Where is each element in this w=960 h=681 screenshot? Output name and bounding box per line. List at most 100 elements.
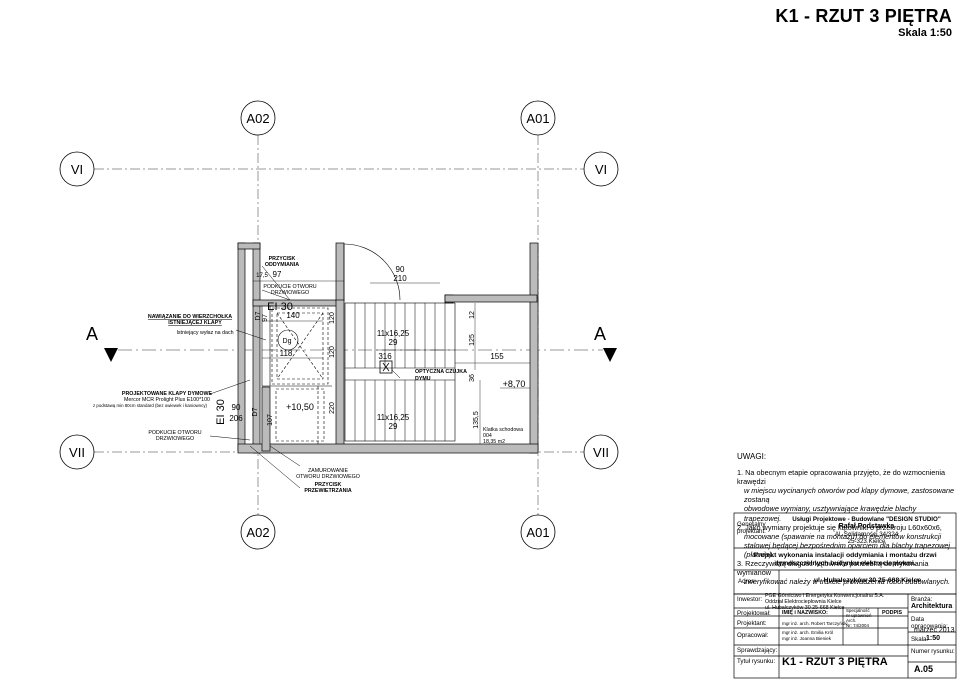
label-bricked-1: ZAMUROWANIE [308, 468, 349, 474]
label-door-cut-left-1: PODKUCIE OTWORU [148, 430, 201, 436]
vent-circle-icon [277, 329, 299, 351]
project-line-2: dymoszczelnych budynku elektrociepłowni. [774, 560, 916, 567]
company-addr-1: Al. Solidarności 34/324 [834, 530, 899, 538]
room-number: 004 [483, 433, 492, 439]
dim-90: 90 [232, 403, 241, 412]
label-door-cut-left-2: DRZWIOWEGO [156, 436, 194, 442]
title-block-frame [733, 512, 957, 679]
grid-label-vii-left: VII [69, 445, 85, 460]
dim-155: 155 [490, 352, 504, 361]
dim-140: 140 [286, 311, 300, 320]
grid-label-top-a01: A01 [526, 111, 549, 126]
grid-label-vii-right: VII [593, 445, 609, 460]
note-line-2: w miejscu wycinanych otworów pod klapy d… [744, 486, 955, 505]
dim-135: 135,5 [473, 411, 480, 429]
label-smoke-hatch-1: PROJEKTOWANE KLAPY DYMOWE [122, 391, 213, 397]
label-button-air-1: PRZYCISK [315, 482, 342, 488]
designer-label: Projektant: [737, 620, 767, 627]
company-addr-2: 25-323 Kielce [847, 537, 886, 545]
drawing-title-label: Tytuł rysunku: [737, 658, 776, 665]
section-arrow-left [104, 348, 118, 362]
label-roof-hatch-1: NAWIĄZANIE DO WIERZCHOŁKA [148, 314, 232, 320]
inner-lines [261, 306, 332, 444]
section-marks: A A [86, 324, 617, 362]
permission-block: Specjalność nr uprawnień Arch. Nr: 74/20… [846, 608, 871, 628]
dim-125: 125 [469, 334, 476, 346]
room-area: 18,35 m2 [483, 439, 505, 445]
investor-label: Inwestor: [737, 596, 763, 603]
dim-118: 118 [280, 349, 293, 358]
dim-120-vert: 120 [329, 312, 336, 324]
number-label: Numer rysunku: [911, 648, 955, 655]
level-2: +8,70 [503, 379, 526, 389]
note-line-4: 2. Jako wymiany projektuje się kątowniki… [737, 522, 942, 532]
dim-36: 36 [469, 374, 476, 382]
notes-panel: UWAGI: 1. Na obecnym etapie opracowania … [737, 452, 955, 586]
fire-rating-left: EI 30 [215, 399, 227, 425]
dim-120: 120 [329, 346, 336, 358]
room-name: Klatka schodowa [483, 427, 523, 433]
scale-label: Skala: [911, 636, 929, 643]
company-person: Rafał Podstawka [838, 523, 895, 531]
dim-90-top: 90 [396, 265, 405, 274]
company-block: Usługi Projektowe - Budowlane "DESIGN ST… [779, 516, 954, 545]
drafted-label: Opracował: [737, 632, 769, 639]
note-line-3: obwodowe wymiany, usztywniające krawędzi… [744, 504, 917, 523]
drafter-2: mgr inż. Joanna Bieniek [782, 636, 832, 641]
door-tag-1: D7 [252, 407, 259, 416]
level-1: +10,50 [286, 402, 314, 412]
dim-316: 316 [378, 352, 392, 361]
stairs [344, 302, 456, 442]
perm-line-1: Specjalność [846, 608, 870, 613]
stair-treads [354, 303, 446, 441]
drafter-1: mgr inż. arch. Emilia Król [782, 630, 834, 635]
note-line-1: 1. Na obecnym etapie opracowania przyjęt… [737, 468, 946, 487]
dim-97-vert: 97 [262, 314, 269, 322]
designed-label: Projektował: [737, 610, 771, 617]
label-door-cut-top-2: DRZWIOWEGO [271, 290, 309, 296]
dim-stair1: 11x16,25 [377, 329, 410, 338]
label-door-cut-top-1: PODKUCIE OTWORU [263, 284, 316, 290]
dim-stair2: 11x16,25 [377, 413, 410, 422]
note-line-8: zweryfikować należy w trakcie prowadzeni… [744, 577, 951, 587]
label-smoke-hatch-2: Mercor MCR Prolight Plus E100*100 [124, 397, 210, 403]
address-value: ul. Hubalczyków 30 25-668 Kielce [813, 577, 922, 584]
dim-lines [253, 280, 530, 444]
grid-label-bottom-a01: A01 [526, 525, 549, 540]
walls [237, 242, 539, 454]
note-line-7: 3. Rzeczywistą długość kątownika potrzeb… [737, 559, 929, 578]
dim-97: 97 [273, 270, 282, 279]
date-value: marzec 2013 [914, 627, 955, 634]
label-smoke-detector-2: DYMU [415, 376, 431, 382]
smoke-detector-icon [379, 360, 393, 374]
section-label-right: A [594, 324, 606, 344]
label-smoke-hatch-3: z podstawą min 80cm standard (bez owiewe… [93, 403, 208, 408]
sheet-scale: Skala 1:50 [898, 27, 952, 39]
scale-value: 1:50 [926, 635, 941, 642]
branch-label: Branża: [911, 596, 933, 603]
drafters: mgr inż. arch. Emilia Król mgr inż. Joan… [782, 630, 833, 642]
investor-block: PGE Górnictwo i Energetyka Konwencjonaln… [765, 593, 884, 612]
label-roof-exit: Istniejący wyłaz na dach [176, 330, 233, 336]
note-line-5: mocowane (spawanie na montażu) do elemen… [744, 531, 942, 541]
dim-17: 17,5 [256, 273, 268, 279]
sign-header: PODPIS [882, 610, 903, 616]
dim-107: 107 [267, 414, 274, 426]
dim-stair1b: 29 [389, 338, 398, 347]
branch-value: Architektura [911, 603, 953, 610]
name-header: IMIĘ i NAZWISKO: [782, 610, 828, 616]
vent-symbol: Dg [283, 338, 292, 345]
perm-line-3: Arch. [846, 618, 857, 623]
section-label-left: A [86, 324, 98, 344]
label-button-vent-2: ODDYMIANIA [265, 262, 299, 268]
investor-line-3: ul. Hubalczyków 30 25-668 Kielce [765, 605, 845, 612]
dim-220: 220 [329, 402, 336, 414]
company-name: Usługi Projektowe - Budowlane "DESIGN ST… [792, 516, 941, 523]
leader-lines [209, 265, 401, 489]
label-roof-hatch-2: ISTNIEJĄCEJ KLAPY [168, 320, 222, 326]
perm-line-4: Nr: 74/2004 [846, 623, 869, 628]
perm-line-2: nr uprawnień [846, 613, 872, 618]
gen-label-2: projektant: [737, 528, 766, 536]
grid-label-top-a02: A02 [246, 111, 269, 126]
